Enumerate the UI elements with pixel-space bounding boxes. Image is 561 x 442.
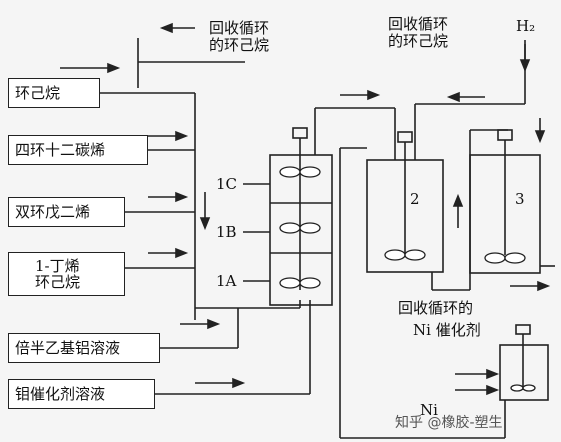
recycle-ni-line1: 回收循环的 <box>398 299 474 317</box>
recycle-line-2: 的环己烷 <box>388 32 449 51</box>
feed-label-2: 环己烷 <box>35 273 81 291</box>
feed-label: 四环十二碳烯 <box>15 140 106 159</box>
recycle-line-2: 的环己烷 <box>209 36 270 55</box>
feed-label: 钼催化剂溶液 <box>15 384 106 403</box>
recycle-ni-line2: Ni 催化剂 <box>413 321 481 339</box>
feed-dicyclopentadiene: 双环戊二烯 <box>8 197 125 227</box>
vessel-2-number: 2 <box>410 190 420 208</box>
feed-label: 1-丁烯 <box>35 256 80 275</box>
feed-label: 双环戊二烯 <box>15 202 91 221</box>
feed-molybdenum-catalyst: 钼催化剂溶液 <box>8 379 155 409</box>
feed-cyclohexane: 环己烷 <box>8 78 100 108</box>
feed-butene-cyclohexane: 1-丁烯 环己烷 <box>8 252 125 296</box>
stage-label-1b: 1B <box>216 223 237 241</box>
feed-label: 环己烷 <box>15 83 61 102</box>
ni-vessel <box>499 344 549 401</box>
watermark: 知乎 @橡胶-塑生 <box>395 415 503 431</box>
stage-label-1c: 1C <box>216 175 238 193</box>
reactor-1 <box>269 154 333 306</box>
stage-label-1a: 1A <box>216 272 237 290</box>
feed-sesquiethylaluminum: 倍半乙基铝溶液 <box>8 333 160 363</box>
feed-tetracyclododecene: 四环十二碳烯 <box>8 135 148 165</box>
feed-label: 倍半乙基铝溶液 <box>15 338 121 357</box>
recycle-label-top-left: 回收循环 的环己烷 <box>209 19 270 55</box>
vessel-3-number: 3 <box>515 190 525 208</box>
bottom-ni-label: Ni <box>420 401 438 419</box>
recycle-label-top-right: 回收循环 的环己烷 <box>388 15 449 51</box>
hydrogen-label: H₂ <box>516 17 536 35</box>
recycle-line-1: 回收循环 <box>388 15 449 33</box>
recycle-line-1: 回收循环 <box>209 19 270 37</box>
